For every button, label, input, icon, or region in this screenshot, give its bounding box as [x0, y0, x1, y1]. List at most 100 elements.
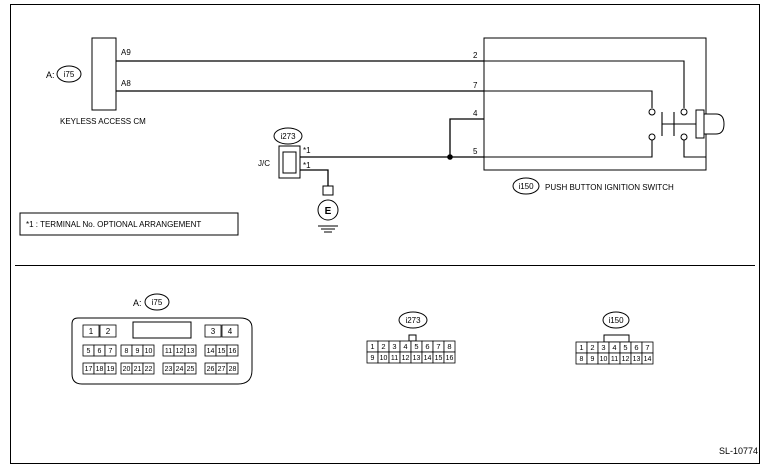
i75-pin-label: 16 [229, 348, 237, 355]
i273-pin-label: 3 [392, 342, 396, 351]
i273-pin-label: 13 [413, 355, 421, 362]
i150-pin-label: 2 [590, 343, 594, 352]
i150-pin-label: 13 [633, 356, 641, 363]
i75-pin-cell [184, 344, 197, 357]
figure-code: SL-10774 [719, 446, 758, 456]
ground-circle [317, 199, 339, 221]
jc-pin-1a: *1 [303, 146, 311, 155]
i273-pin-label: 12 [402, 355, 410, 362]
i75-pin-label: 15 [218, 348, 226, 355]
i75-pin-label: 19 [107, 366, 115, 373]
cm-connector-oval [56, 65, 82, 83]
cm-pin-a8: A8 [121, 79, 131, 88]
i273-pin-label: 8 [447, 342, 451, 351]
i273-oval [398, 311, 428, 329]
i75-pin-label: 5 [87, 348, 91, 355]
i75-pin-label: 27 [218, 366, 226, 373]
i273-pin-label: 7 [436, 342, 440, 351]
i75-pin-label: 24 [176, 366, 184, 373]
i150-pin-label: 3 [601, 343, 605, 352]
joint-connector: i273 J/C *1 *1 [258, 127, 311, 179]
i273-label: i273 [405, 316, 421, 325]
i150-pin-label: 6 [634, 343, 638, 352]
i75-pin-cell [99, 324, 117, 338]
jc-pin-1b: *1 [303, 161, 311, 170]
push-button-ignition-switch: 2 7 4 5 i150 PUSH BUTTON IGNITION SWITC [473, 37, 725, 195]
i75-pin-label: 22 [145, 366, 153, 373]
cm-name: KEYLESS ACCESS CM [60, 117, 146, 126]
jc-connector-label: i273 [280, 132, 296, 141]
i273-pin-label: 9 [371, 355, 375, 362]
i75-label: i75 [152, 298, 163, 307]
i150-pin-label: 1 [579, 343, 583, 352]
i273-pin-label: 15 [435, 355, 443, 362]
i75-pin-cell [226, 344, 239, 357]
i273-pin-label: 11 [391, 355, 398, 362]
i150-pin-label: 8 [580, 356, 584, 363]
i273-pin-label: 10 [380, 355, 388, 362]
i75-pin-label: 1 [89, 327, 94, 336]
i75-pin-cell [82, 324, 100, 338]
switch-connector-label: i150 [518, 182, 534, 191]
jc-connector-oval [273, 127, 303, 145]
i273-pin-label: 16 [446, 355, 454, 362]
i273-key [408, 334, 417, 342]
i150-key [603, 334, 630, 343]
i75-latch [132, 321, 192, 339]
push-knob-cap [703, 113, 725, 135]
i75-pin-cell [104, 344, 117, 357]
i150-pin-label: 10 [600, 356, 608, 363]
ground-label: E [325, 206, 332, 217]
i273-pin-label: 14 [424, 355, 432, 362]
jc-name: J/C [258, 159, 270, 168]
i75-pin-label: 9 [136, 348, 140, 355]
note-text: *1 : TERMINAL No. OPTIONAL ARRANGEMENT [26, 220, 201, 229]
i75-pin-label: 11 [165, 348, 172, 355]
switch-name: PUSH BUTTON IGNITION SWITCH [545, 183, 674, 192]
i150-pin-label: 4 [612, 343, 616, 352]
i75-pin-cell [142, 362, 155, 375]
switch-pin-2: 2 [473, 51, 478, 60]
i75-pin-label: 17 [85, 366, 93, 373]
jc-body-inner [282, 151, 297, 174]
i75-pin-label: 3 [211, 327, 216, 336]
cm-prefix: A: [46, 70, 55, 80]
i75-pin-label: 28 [229, 366, 237, 373]
switch-pin-4: 4 [473, 109, 478, 118]
cm-connector-label: i75 [64, 70, 75, 79]
outer-frame [10, 4, 760, 464]
i75-pin-label: 25 [187, 366, 195, 373]
cm-pin-a9: A9 [121, 48, 131, 57]
wires [116, 60, 517, 186]
i273-pin-label: 5 [414, 342, 418, 351]
ground-point: E [317, 185, 339, 233]
ground-terminal [322, 185, 334, 196]
switch-body [483, 37, 707, 171]
i273-pin-cell [443, 351, 456, 364]
i150-oval [602, 311, 630, 329]
i75-pin-label: 7 [109, 348, 113, 355]
i75-pin-label: 26 [207, 366, 215, 373]
i75-oval [144, 293, 170, 311]
cm-body [91, 37, 117, 111]
i150-pin-label: 9 [591, 356, 595, 363]
i75-pin-label: 13 [187, 348, 195, 355]
i273-pin-label: 1 [370, 342, 374, 351]
i75-prefix: A: [133, 298, 142, 308]
keyless-access-cm: A: i75 A9 A8 KEYLESS ACCESS CM [46, 37, 146, 126]
i75-pin-label: 10 [145, 348, 153, 355]
switch-pin-7: 7 [473, 81, 478, 90]
switch-pin-5: 5 [473, 147, 478, 156]
i273-pin-label: 2 [381, 342, 385, 351]
i273-pin-label: 6 [425, 342, 429, 351]
i150-pin-label: 11 [611, 356, 618, 363]
i75-pin-cell [142, 344, 155, 357]
i75-pin-label: 18 [96, 366, 104, 373]
i75-pin-label: 6 [98, 348, 102, 355]
i273-pin-label: 4 [403, 342, 407, 351]
i75-pin-cell [104, 362, 117, 375]
